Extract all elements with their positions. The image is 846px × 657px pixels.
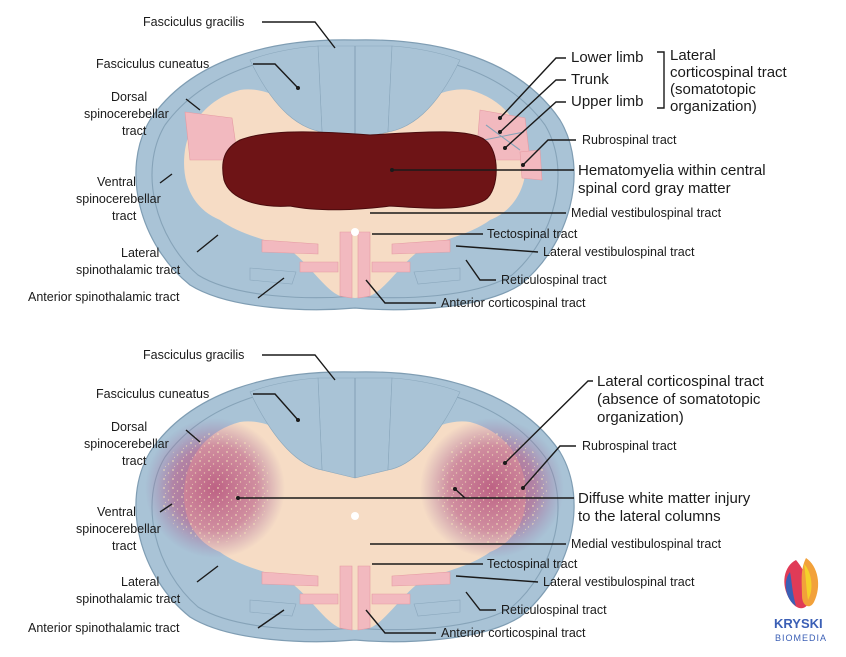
label-lcst-2: corticospinal tract — [670, 64, 788, 81]
label-b-lateral-st-1: Lateral — [121, 575, 159, 589]
label-b-lcst-1: Lateral corticospinal tract — [597, 373, 765, 390]
label-trunk: Trunk — [571, 71, 609, 88]
label-lateral-st-1: Lateral — [121, 246, 159, 260]
label-anterior-st: Anterior spinothalamic tract — [28, 290, 180, 304]
kryski-logo: KRYSKI BIOMEDIA — [774, 558, 827, 643]
label-b-ventral-sc-3: tract — [112, 539, 137, 553]
label-b-lcst-3: organization) — [597, 409, 684, 426]
top-fasciculus-cuneatus-right — [387, 45, 461, 133]
label-b-dorsal-sc-1: Dorsal — [111, 420, 147, 434]
label-b-dorsal-sc-2: spinocerebellar — [84, 437, 169, 451]
label-lateral-vest: Lateral vestibulospinal tract — [543, 245, 695, 259]
label-lcst-1: Lateral — [670, 47, 716, 64]
label-hemato-1: Hematomyelia within central — [578, 162, 766, 179]
label-tectospinal: Tectospinal tract — [487, 227, 578, 241]
label-upper-limb: Upper limb — [571, 93, 644, 110]
label-dorsal-sc-2: spinocerebellar — [84, 107, 169, 121]
label-b-ventral-sc-2: spinocerebellar — [76, 522, 161, 536]
label-hemato-2: spinal cord gray matter — [578, 180, 731, 197]
label-b-anterior-st: Anterior spinothalamic tract — [28, 621, 180, 635]
label-b-dorsal-sc-3: tract — [122, 454, 147, 468]
label-b-lateral-vest: Lateral vestibulospinal tract — [543, 575, 695, 589]
label-lcst-4: organization) — [670, 98, 757, 115]
label-b-anterior-cst: Anterior corticospinal tract — [441, 626, 586, 640]
bottom-labels: Fasciculus gracilis Fasciculus cuneatus … — [28, 348, 765, 640]
label-b-fasciculus-cuneatus: Fasciculus cuneatus — [96, 387, 209, 401]
label-b-lcst-2: (absence of somatotopic — [597, 391, 761, 408]
label-rubrospinal: Rubrospinal tract — [582, 133, 677, 147]
label-b-tectospinal: Tectospinal tract — [487, 557, 578, 571]
label-b-diffuse-1: Diffuse white matter injury — [578, 490, 751, 507]
top-labels: Fasciculus gracilis Fasciculus cuneatus … — [28, 15, 788, 310]
label-b-medial-vest: Medial vestibulospinal tract — [571, 537, 722, 551]
bottom-cord — [135, 371, 575, 643]
label-lateral-st-2: spinothalamic tract — [76, 263, 181, 277]
label-ventral-sc-2: spinocerebellar — [76, 192, 161, 206]
label-fasciculus-gracilis: Fasciculus gracilis — [143, 15, 244, 29]
label-ventral-sc-1: Ventral — [97, 175, 136, 189]
label-reticulospinal: Reticulospinal tract — [501, 273, 607, 287]
label-medial-vest: Medial vestibulospinal tract — [571, 206, 722, 220]
logo-sub: BIOMEDIA — [775, 633, 827, 643]
label-b-diffuse-2: to the lateral columns — [578, 508, 721, 525]
label-b-reticulospinal: Reticulospinal tract — [501, 603, 607, 617]
label-lcst-3: (somatotopic — [670, 81, 756, 98]
label-b-fasciculus-gracilis: Fasciculus gracilis — [143, 348, 244, 362]
top-hematomyelia — [222, 131, 497, 211]
label-b-ventral-sc-1: Ventral — [97, 505, 136, 519]
top-cord — [135, 39, 575, 311]
label-fasciculus-cuneatus: Fasciculus cuneatus — [96, 57, 209, 71]
label-b-lateral-st-2: spinothalamic tract — [76, 592, 181, 606]
label-dorsal-sc-1: Dorsal — [111, 90, 147, 104]
logo-name: KRYSKI — [774, 616, 823, 631]
label-b-rubrospinal: Rubrospinal tract — [582, 439, 677, 453]
label-lower-limb: Lower limb — [571, 49, 644, 66]
label-anterior-cst: Anterior corticospinal tract — [441, 296, 586, 310]
label-ventral-sc-3: tract — [112, 209, 137, 223]
label-dorsal-sc-3: tract — [122, 124, 147, 138]
